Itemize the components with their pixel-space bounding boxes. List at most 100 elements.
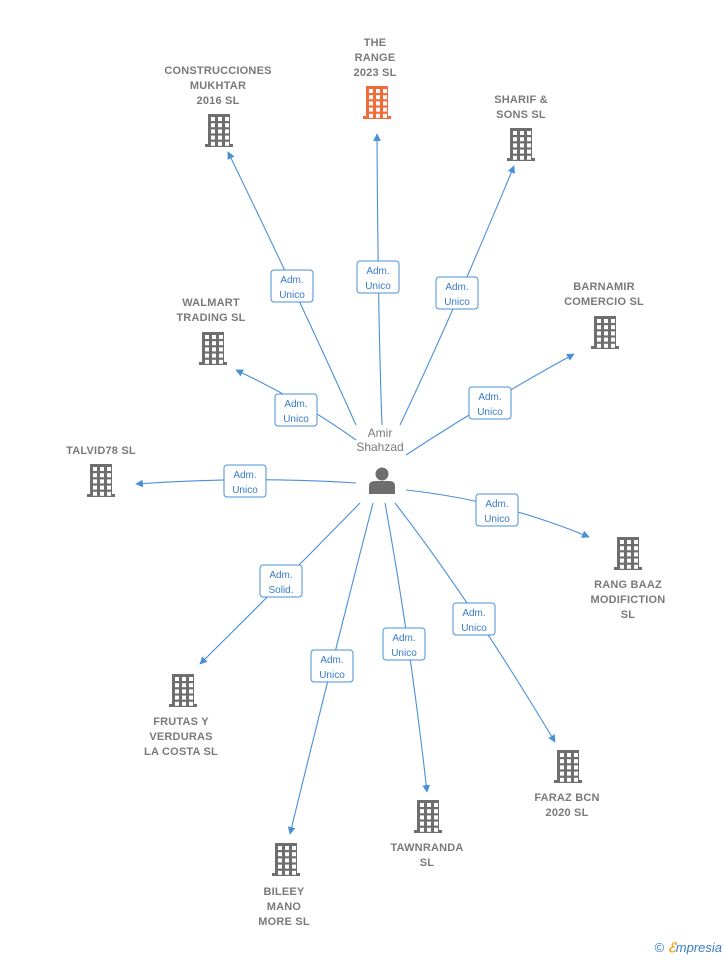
edge-label-text: Adm. bbox=[392, 633, 415, 644]
company-label: SONS SL bbox=[496, 109, 546, 121]
company-label: FRUTAS Y bbox=[153, 716, 209, 728]
edge-label-text: Solid. bbox=[268, 585, 293, 596]
company-label: BARNAMIR bbox=[573, 281, 634, 293]
person-name: Amir bbox=[368, 426, 393, 440]
edges-layer: Adm.UnicoAdm.UnicoAdm.UnicoAdm.UnicoAdm.… bbox=[135, 133, 590, 835]
company-label: RANG BAAZ bbox=[594, 579, 662, 591]
edge-label-text: Adm. bbox=[320, 655, 343, 666]
edge-label-rang-baaz[interactable]: Adm. Unico bbox=[475, 493, 519, 527]
company-node-construcciones[interactable]: CONSTRUCCIONES MUKHTAR 2016 SL bbox=[164, 65, 271, 147]
building-icon bbox=[205, 114, 233, 147]
edge-label-tawnranda[interactable]: Adm. Unico bbox=[382, 627, 426, 661]
edge-label-text: Adm. bbox=[462, 608, 485, 619]
edge-label-text: Adm. bbox=[478, 392, 501, 403]
edge-label-faraz[interactable]: Adm. Unico bbox=[452, 602, 496, 636]
edge-label-bileey[interactable]: Adm. Unico bbox=[310, 649, 354, 683]
company-label: 2016 SL bbox=[197, 95, 240, 107]
company-label: WALMART bbox=[182, 297, 240, 309]
company-label: FARAZ BCN bbox=[534, 792, 599, 804]
company-node-barnamir[interactable]: BARNAMIR COMERCIO SL bbox=[564, 281, 644, 349]
building-icon bbox=[87, 464, 115, 497]
building-icon bbox=[169, 674, 197, 707]
company-label: LA COSTA SL bbox=[144, 746, 218, 758]
edge-label-text: Unico bbox=[319, 670, 345, 681]
edge-label-text: Unico bbox=[484, 514, 510, 525]
edge-label-box bbox=[223, 464, 267, 498]
edge-label-box bbox=[468, 386, 512, 420]
company-label: THE bbox=[364, 37, 387, 49]
edge-label-box bbox=[270, 269, 314, 303]
building-icon bbox=[363, 86, 391, 119]
nodes-layer: THE RANGE 2023 SL CONSTRUCCIONES MUKHTAR 2016… bbox=[66, 37, 665, 928]
company-label: TRADING SL bbox=[176, 312, 245, 324]
edge-label-text: Adm. bbox=[485, 499, 508, 510]
company-node-faraz[interactable]: FARAZ BCN 2020 SL bbox=[534, 750, 599, 819]
building-icon bbox=[507, 128, 535, 161]
edge-label-text: Unico bbox=[232, 485, 258, 496]
copyright-icon: © bbox=[654, 940, 665, 955]
company-label: CONSTRUCCIONES bbox=[164, 65, 271, 77]
edge-label-box bbox=[435, 276, 479, 310]
footer-brand[interactable]: © ℰmpresia bbox=[655, 940, 722, 956]
company-label: MUKHTAR bbox=[190, 80, 246, 92]
edge-line-the-range bbox=[373, 133, 383, 426]
company-node-tawnranda[interactable]: TAWNRANDA SL bbox=[390, 800, 463, 869]
edge-label-text: Adm. bbox=[233, 470, 256, 481]
edge-label-barnamir[interactable]: Adm. Unico bbox=[468, 386, 512, 420]
edge-label-box bbox=[382, 627, 426, 661]
person-icon bbox=[369, 467, 395, 494]
company-node-talvid[interactable]: TALVID78 SL bbox=[66, 445, 136, 497]
company-label: BILEEY bbox=[264, 886, 305, 898]
edge-label-sharif[interactable]: Adm. Unico bbox=[435, 276, 479, 310]
company-label: VERDURAS bbox=[149, 731, 212, 743]
edge-label-text: Unico bbox=[444, 297, 470, 308]
edge-label-text: Unico bbox=[283, 414, 309, 425]
edge-label-text: Adm. bbox=[284, 399, 307, 410]
building-icon bbox=[414, 800, 442, 833]
company-node-frutas[interactable]: FRUTAS Y VERDURAS LA COSTA SL bbox=[144, 674, 218, 758]
brand-logo-e: ℰ bbox=[667, 940, 676, 955]
building-icon bbox=[591, 316, 619, 349]
company-node-the-range[interactable]: THE RANGE 2023 SL bbox=[354, 37, 397, 119]
company-label: 2023 SL bbox=[354, 67, 397, 79]
company-node-rang-baaz[interactable]: RANG BAAZ MODIFICTION SL bbox=[591, 537, 666, 621]
company-label: MANO bbox=[267, 901, 302, 913]
company-label: MODIFICTION bbox=[591, 594, 666, 606]
edge-label-text: Unico bbox=[279, 290, 305, 301]
edge-label-box bbox=[475, 493, 519, 527]
company-node-sharif[interactable]: SHARIF & SONS SL bbox=[494, 94, 548, 161]
company-label: SL bbox=[621, 609, 636, 621]
edge-label-construcciones[interactable]: Adm. Unico bbox=[270, 269, 314, 303]
edge-label-text: Unico bbox=[477, 407, 503, 418]
company-label: SHARIF & bbox=[494, 94, 548, 106]
building-icon bbox=[199, 332, 227, 365]
edge-label-text: Unico bbox=[391, 648, 417, 659]
person-name: Shahzad bbox=[356, 440, 403, 454]
company-node-walmart[interactable]: WALMART TRADING SL bbox=[176, 297, 245, 365]
edge-label-text: Adm. bbox=[445, 282, 468, 293]
edge-label-text: Adm. bbox=[269, 570, 292, 581]
building-icon bbox=[614, 537, 642, 570]
edge-label-box bbox=[259, 564, 303, 598]
company-label: COMERCIO SL bbox=[564, 296, 644, 308]
edge-label-box bbox=[452, 602, 496, 636]
building-icon bbox=[554, 750, 582, 783]
brand-logo-text: mpresia bbox=[675, 940, 722, 955]
company-label: 2020 SL bbox=[546, 807, 589, 819]
edge-label-text: Unico bbox=[461, 623, 487, 634]
edge-label-box bbox=[356, 260, 400, 294]
edge-label-frutas[interactable]: Adm. Solid. bbox=[259, 564, 303, 598]
company-label: TAWNRANDA bbox=[390, 842, 463, 854]
company-label: RANGE bbox=[355, 52, 396, 64]
edge-label-the-range[interactable]: Adm.Unico bbox=[356, 260, 400, 294]
company-label: TALVID78 SL bbox=[66, 445, 136, 457]
building-icon bbox=[272, 843, 300, 876]
edge-label-text: Adm. bbox=[366, 266, 389, 277]
company-label: SL bbox=[420, 857, 435, 869]
edge-label-talvid[interactable]: Adm. Unico bbox=[223, 464, 267, 498]
edge-label-text: Adm. bbox=[280, 275, 303, 286]
edge-label-walmart[interactable]: Adm. Unico bbox=[274, 393, 318, 427]
